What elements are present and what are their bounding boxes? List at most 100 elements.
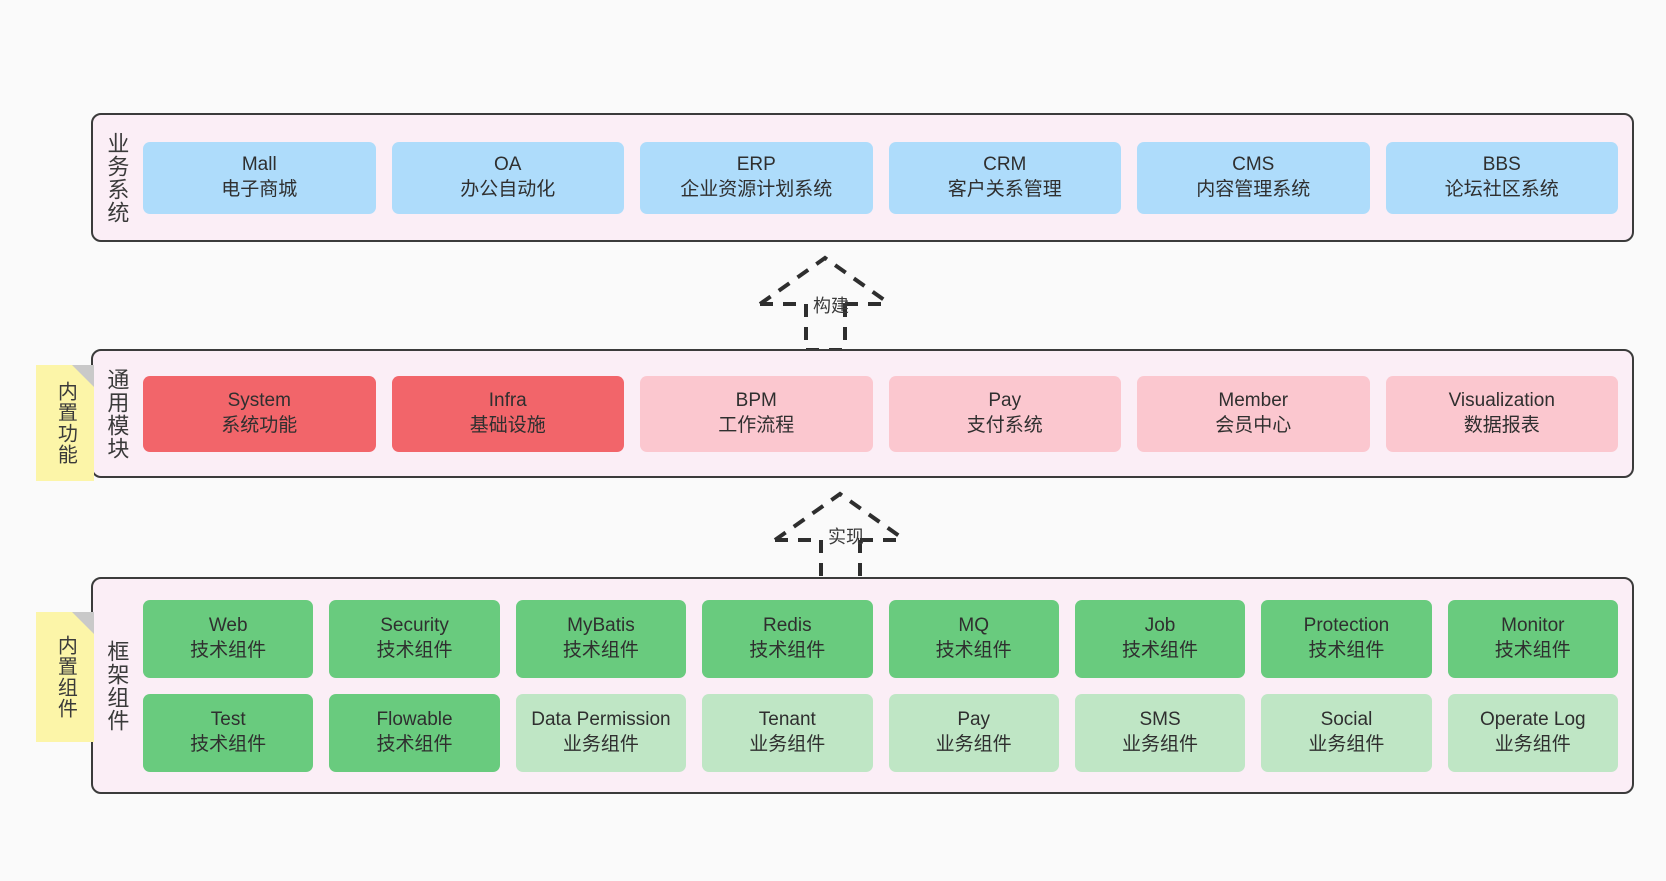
node-pay-component-name: Pay xyxy=(957,709,991,731)
connector-implement-arrow xyxy=(773,491,907,588)
node-tenant[interactable]: Tenant 业务组件 xyxy=(702,693,873,772)
framework-business-row: Test 技术组件 Flowable 技术组件 Data Permission … xyxy=(143,693,1618,772)
node-mall-desc: 电子商城 xyxy=(221,178,298,200)
node-social[interactable]: Social 业务组件 xyxy=(1261,693,1432,772)
node-sms-name: SMS xyxy=(1139,709,1181,731)
node-bbs-desc: 论坛社区系统 xyxy=(1444,178,1559,200)
node-flowable-name: Flowable xyxy=(376,709,453,731)
note-builtin-features: 内置功能 xyxy=(36,365,94,481)
node-mybatis-desc: 技术组件 xyxy=(562,639,639,661)
layer-framework-component: 框架组件 Web 技术组件 Security 技术组件 MyBatis 技术组件… xyxy=(91,577,1634,794)
node-tenant-desc: 业务组件 xyxy=(749,733,826,755)
node-mq[interactable]: MQ 技术组件 xyxy=(888,599,1059,678)
node-security[interactable]: Security 技术组件 xyxy=(329,599,500,678)
note-fold-corner-icon xyxy=(72,365,94,387)
node-job[interactable]: Job 技术组件 xyxy=(1074,599,1246,678)
note-fold-corner-icon xyxy=(72,612,94,634)
node-web[interactable]: Web 技术组件 xyxy=(143,599,314,678)
node-erp[interactable]: ERP 企业资源计划系统 xyxy=(640,141,873,214)
node-test-name: Test xyxy=(210,709,246,731)
node-mq-name: MQ xyxy=(958,615,989,637)
node-pay-module-desc: 支付系统 xyxy=(966,414,1043,436)
node-protection[interactable]: Protection 技术组件 xyxy=(1261,599,1432,678)
node-tenant-name: Tenant xyxy=(758,709,816,731)
framework-tech-row: Web 技术组件 Security 技术组件 MyBatis 技术组件 Redi… xyxy=(143,599,1618,678)
node-system-desc: 系统功能 xyxy=(221,414,298,436)
node-sms-desc: 业务组件 xyxy=(1122,733,1199,755)
layer-common-module: 通用模块 System 系统功能 Infra 基础设施 BPM 工作流程 Pay… xyxy=(91,349,1634,478)
node-flowable[interactable]: Flowable 技术组件 xyxy=(329,693,500,772)
node-monitor-desc: 技术组件 xyxy=(1494,639,1571,661)
node-oa[interactable]: OA 办公自动化 xyxy=(391,141,624,214)
node-mall-name: Mall xyxy=(241,154,277,176)
node-security-name: Security xyxy=(380,615,449,637)
node-member-name: Member xyxy=(1218,390,1289,412)
node-cms[interactable]: CMS 内容管理系统 xyxy=(1137,141,1370,214)
node-cms-name: CMS xyxy=(1232,154,1275,176)
node-test-desc: 技术组件 xyxy=(190,733,267,755)
business-node-row: Mall 电子商城 OA 办公自动化 ERP 企业资源计划系统 CRM 客户关系… xyxy=(143,141,1618,214)
node-oa-name: OA xyxy=(494,154,522,176)
node-social-desc: 业务组件 xyxy=(1308,733,1385,755)
node-erp-name: ERP xyxy=(736,154,776,176)
node-web-desc: 技术组件 xyxy=(190,639,267,661)
node-infra-desc: 基础设施 xyxy=(469,414,546,436)
connector-implement-label: 实现 xyxy=(828,527,864,547)
note-builtin-features-label: 内置功能 xyxy=(54,381,77,465)
node-monitor[interactable]: Monitor 技术组件 xyxy=(1447,599,1618,678)
layer-common-body: System 系统功能 Infra 基础设施 BPM 工作流程 Pay 支付系统… xyxy=(139,351,1632,476)
node-crm-desc: 客户关系管理 xyxy=(947,178,1062,200)
node-job-desc: 技术组件 xyxy=(1122,639,1199,661)
node-protection-name: Protection xyxy=(1303,615,1390,637)
node-erp-desc: 企业资源计划系统 xyxy=(680,178,833,200)
node-data-permission-name: Data Permission xyxy=(531,709,671,731)
node-mybatis[interactable]: MyBatis 技术组件 xyxy=(515,599,687,678)
node-web-name: Web xyxy=(208,615,248,637)
node-crm-name: CRM xyxy=(983,154,1027,176)
node-security-desc: 技术组件 xyxy=(376,639,453,661)
node-system[interactable]: System 系统功能 xyxy=(143,375,376,452)
node-flowable-desc: 技术组件 xyxy=(376,733,453,755)
node-system-name: System xyxy=(227,390,291,412)
node-operate-log[interactable]: Operate Log 业务组件 xyxy=(1447,693,1618,772)
node-job-name: Job xyxy=(1144,615,1176,637)
node-crm[interactable]: CRM 客户关系管理 xyxy=(888,141,1121,214)
node-member[interactable]: Member 会员中心 xyxy=(1137,375,1370,452)
node-redis-desc: 技术组件 xyxy=(749,639,826,661)
node-redis-name: Redis xyxy=(763,615,812,637)
node-infra[interactable]: Infra 基础设施 xyxy=(391,375,624,452)
node-member-desc: 会员中心 xyxy=(1215,414,1292,436)
node-bpm-desc: 工作流程 xyxy=(718,414,795,436)
layer-framework-title: 框架组件 xyxy=(104,639,130,732)
connector-build-label: 构建 xyxy=(813,296,849,316)
node-visualization[interactable]: Visualization 数据报表 xyxy=(1385,375,1618,452)
node-social-name: Social xyxy=(1320,709,1373,731)
node-pay-module-name: Pay xyxy=(988,390,1022,412)
node-test[interactable]: Test 技术组件 xyxy=(143,693,314,772)
node-operate-log-desc: 业务组件 xyxy=(1494,733,1571,755)
node-redis[interactable]: Redis 技术组件 xyxy=(702,599,873,678)
node-sms[interactable]: SMS 业务组件 xyxy=(1074,693,1246,772)
node-data-permission-desc: 业务组件 xyxy=(562,733,639,755)
node-bbs[interactable]: BBS 论坛社区系统 xyxy=(1385,141,1618,214)
node-oa-desc: 办公自动化 xyxy=(460,178,556,200)
node-pay-component[interactable]: Pay 业务组件 xyxy=(888,693,1059,772)
node-bpm-name: BPM xyxy=(735,390,777,412)
node-infra-name: Infra xyxy=(488,390,527,412)
node-bpm[interactable]: BPM 工作流程 xyxy=(640,375,873,452)
node-data-permission[interactable]: Data Permission 业务组件 xyxy=(515,693,687,772)
node-mq-desc: 技术组件 xyxy=(935,639,1012,661)
layer-business-title: 业务系统 xyxy=(104,131,130,224)
node-mall[interactable]: Mall 电子商城 xyxy=(143,141,376,214)
layer-common-title: 通用模块 xyxy=(104,367,130,460)
node-protection-desc: 技术组件 xyxy=(1308,639,1385,661)
node-visualization-desc: 数据报表 xyxy=(1463,414,1540,436)
layer-business-system: 业务系统 Mall 电子商城 OA 办公自动化 ERP 企业资源计划系统 CRM… xyxy=(91,113,1634,242)
common-node-row: System 系统功能 Infra 基础设施 BPM 工作流程 Pay 支付系统… xyxy=(143,375,1618,452)
layer-business-body: Mall 电子商城 OA 办公自动化 ERP 企业资源计划系统 CRM 客户关系… xyxy=(139,115,1632,240)
node-pay-module[interactable]: Pay 支付系统 xyxy=(888,375,1121,452)
layer-framework-body: Web 技术组件 Security 技术组件 MyBatis 技术组件 Redi… xyxy=(139,579,1632,792)
node-operate-log-name: Operate Log xyxy=(1479,709,1586,731)
node-cms-desc: 内容管理系统 xyxy=(1196,178,1311,200)
